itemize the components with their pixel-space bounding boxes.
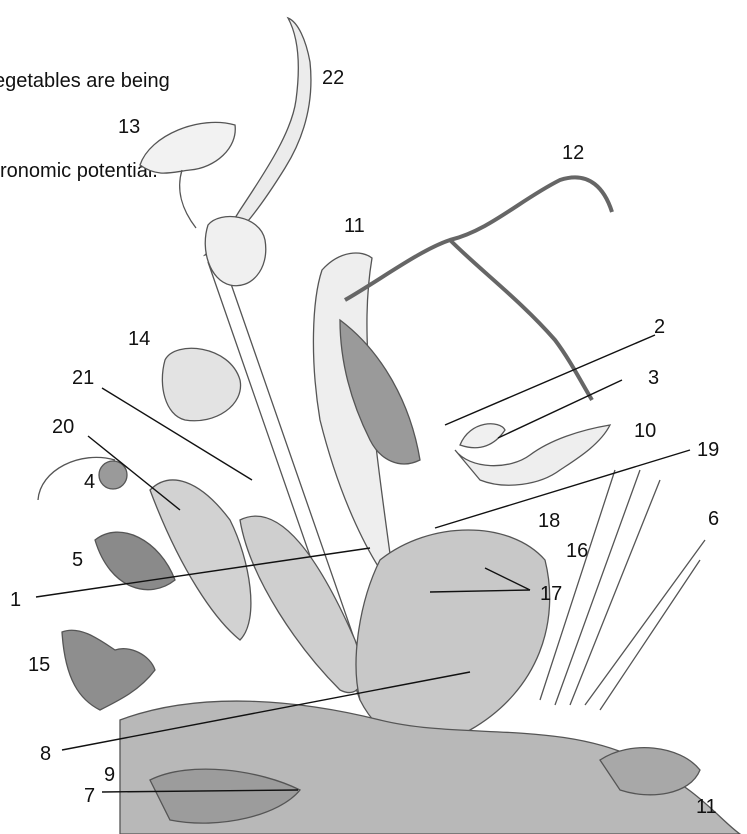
label-3: 3 xyxy=(648,367,659,389)
label-18: 18 xyxy=(538,510,560,532)
label-4: 4 xyxy=(84,471,95,493)
label-8: 8 xyxy=(40,743,51,765)
label-16: 16 xyxy=(566,540,588,562)
plant-12-spike xyxy=(345,177,612,400)
leafy-mass xyxy=(356,530,550,744)
label-13: 13 xyxy=(118,116,140,138)
label-15: 15 xyxy=(28,654,50,676)
cucumber xyxy=(240,516,362,692)
label-7: 7 xyxy=(84,785,95,807)
label-20: 20 xyxy=(52,416,74,438)
label-19: 19 xyxy=(697,439,719,461)
label-17: 17 xyxy=(540,583,562,605)
label-11-bottom: 11 xyxy=(696,796,717,818)
bulb xyxy=(205,217,266,286)
label-14: 14 xyxy=(128,328,150,350)
plant-6-leaves xyxy=(540,470,705,710)
plant-4-bud xyxy=(99,461,127,489)
label-11-top: 11 xyxy=(344,215,365,237)
label-9: 9 xyxy=(104,764,115,786)
label-6: 6 xyxy=(708,508,719,530)
label-12: 12 xyxy=(562,142,584,164)
label-22: 22 xyxy=(322,67,344,89)
label-1: 1 xyxy=(10,589,21,611)
label-2: 2 xyxy=(654,316,665,338)
plant-13-flower xyxy=(140,122,235,173)
plant-14-fruit xyxy=(162,348,240,420)
leader-2 xyxy=(445,335,655,425)
label-21: 21 xyxy=(72,367,94,389)
label-5: 5 xyxy=(72,549,83,571)
plant-3-leaf xyxy=(460,424,505,448)
label-10: 10 xyxy=(634,420,656,442)
plant-13-stem xyxy=(180,170,196,228)
plant-5-cluster xyxy=(95,532,175,590)
plant-15-leaf xyxy=(62,630,155,710)
